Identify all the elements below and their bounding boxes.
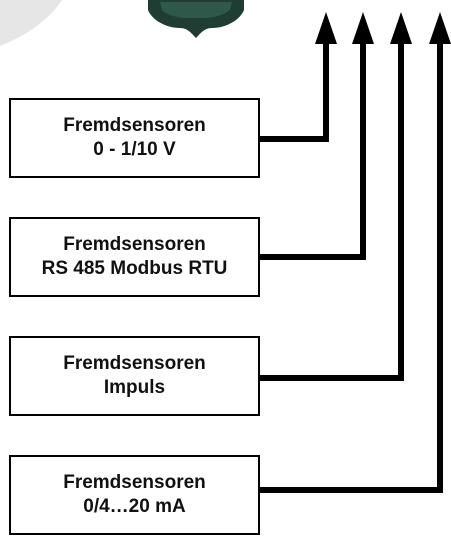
sensor-box-current: Fremdsensoren 0/4…20 mA: [9, 455, 260, 535]
sensor-box-title: Fremdsensoren: [63, 115, 206, 136]
sensor-box-subtitle: RS 485 Modbus RTU: [41, 258, 228, 279]
connector-lines: [259, 40, 443, 493]
connector-line-1: [259, 40, 329, 142]
connector-line-3: [259, 40, 404, 381]
connector-line-4: [259, 40, 443, 493]
sensor-box-pulse: Fremdsensoren Impuls: [9, 336, 260, 416]
sensor-box-title: Fremdsensoren: [63, 234, 206, 255]
connector-line-2: [259, 40, 366, 260]
sensor-box-title: Fremdsensoren: [63, 353, 206, 374]
arrowhead-1: [315, 12, 337, 44]
sensor-box-subtitle: Impuls: [103, 377, 166, 398]
sensor-box-modbus: Fremdsensoren RS 485 Modbus RTU: [9, 217, 260, 297]
arrowhead-3: [390, 12, 412, 44]
sensor-box-subtitle: 0/4…20 mA: [83, 496, 186, 517]
sensor-box-subtitle: 0 - 1/10 V: [93, 139, 176, 160]
arrowheads: [315, 12, 451, 44]
sensor-box-voltage: Fremdsensoren 0 - 1/10 V: [9, 98, 260, 178]
sensor-box-title: Fremdsensoren: [63, 472, 206, 493]
arrowhead-4: [429, 12, 451, 44]
arrowhead-2: [352, 12, 374, 44]
device-image: [148, 0, 244, 38]
device-shadow: [0, 0, 62, 46]
